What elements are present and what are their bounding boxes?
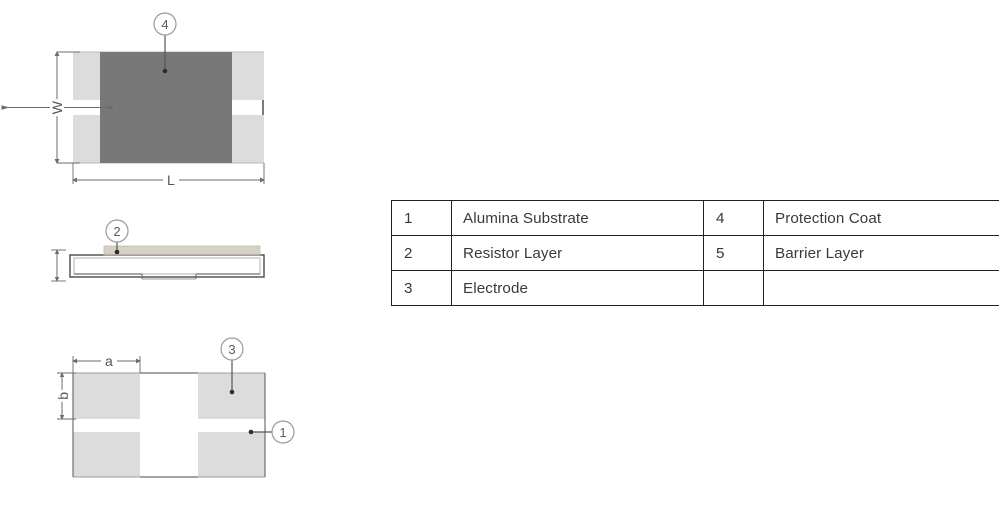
callout-1-anchor-dot — [248, 429, 254, 435]
legend-number-1: 1 — [391, 200, 452, 236]
dimension-label-L: L — [163, 173, 179, 187]
table-row: 2 Resistor Layer 5 Barrier Layer — [391, 235, 999, 271]
bottom-view — [57, 337, 295, 478]
dimension-label-b: b — [55, 390, 71, 402]
table-row: 1 Alumina Substrate 4 Protection Coat — [391, 200, 999, 236]
dimension-L-arrow-right — [260, 177, 265, 183]
legend-number-2: 2 — [391, 235, 452, 271]
callout-1-circle — [271, 420, 295, 444]
legend-table: 1 Alumina Substrate 4 Protection Coat 2 … — [391, 200, 999, 306]
top-view — [1, 12, 265, 184]
dimension-thickness-arrow-bottom — [54, 277, 60, 282]
side-view-substrate-inner — [73, 257, 261, 275]
dimension-a-arrow-right — [136, 358, 141, 364]
legend-table-body: 1 Alumina Substrate 4 Protection Coat 2 … — [391, 200, 999, 306]
legend-number-4: 4 — [703, 200, 764, 236]
top-view-electrode-pad-right-upper — [232, 52, 264, 100]
bottom-view-pad-top-left — [73, 373, 140, 419]
legend-number-5: 5 — [703, 235, 764, 271]
callout-2-anchor-dot — [114, 249, 120, 255]
callout-4-anchor-dot — [162, 68, 168, 74]
top-view-electrode-pad-left-upper — [73, 52, 105, 100]
callout-4-circle — [153, 12, 177, 36]
callout-3-label: 3 — [228, 342, 236, 357]
dimension-W-arrow-bottom — [54, 159, 60, 164]
bottom-view-pad-bottom-right — [198, 432, 265, 477]
legend-name-5: Barrier Layer — [763, 235, 999, 271]
callout-1-label: 1 — [279, 425, 287, 440]
top-view-protection-coat — [100, 52, 232, 163]
dimension-label-W: W — [49, 99, 65, 117]
callout-3-anchor-dot — [229, 389, 235, 395]
dimension-b-arrow-bottom — [59, 415, 65, 420]
legend-name-2: Resistor Layer — [451, 235, 704, 271]
legend-number-empty — [703, 270, 764, 306]
top-view-electrode-pad-right-lower — [232, 115, 264, 163]
dimension-b-arrow-top — [59, 372, 65, 377]
side-view — [51, 219, 265, 282]
callout-4-label: 4 — [161, 17, 169, 32]
callout-2-circle — [105, 219, 129, 243]
dimension-W-arrow-top — [54, 51, 60, 56]
legend-name-1: Alumina Substrate — [451, 200, 704, 236]
legend-name-3: Electrode — [451, 270, 704, 306]
dimension-label-a: a — [101, 354, 117, 368]
legend-number-3: 3 — [391, 270, 452, 306]
table-row: 3 Electrode — [391, 270, 999, 306]
top-view-electrode-pad-left-lower — [73, 115, 105, 163]
legend-name-empty — [763, 270, 999, 306]
callout-2-label: 2 — [113, 224, 121, 239]
legend-name-4: Protection Coat — [763, 200, 999, 236]
dimension-a-arrow-left — [72, 358, 77, 364]
callout-3-circle — [220, 337, 244, 361]
side-view-resistor-layer — [103, 245, 261, 256]
dimension-L-arrow-left — [72, 177, 77, 183]
dimension-thickness-arrow-top — [54, 249, 60, 254]
bottom-view-pad-bottom-left — [73, 432, 140, 477]
